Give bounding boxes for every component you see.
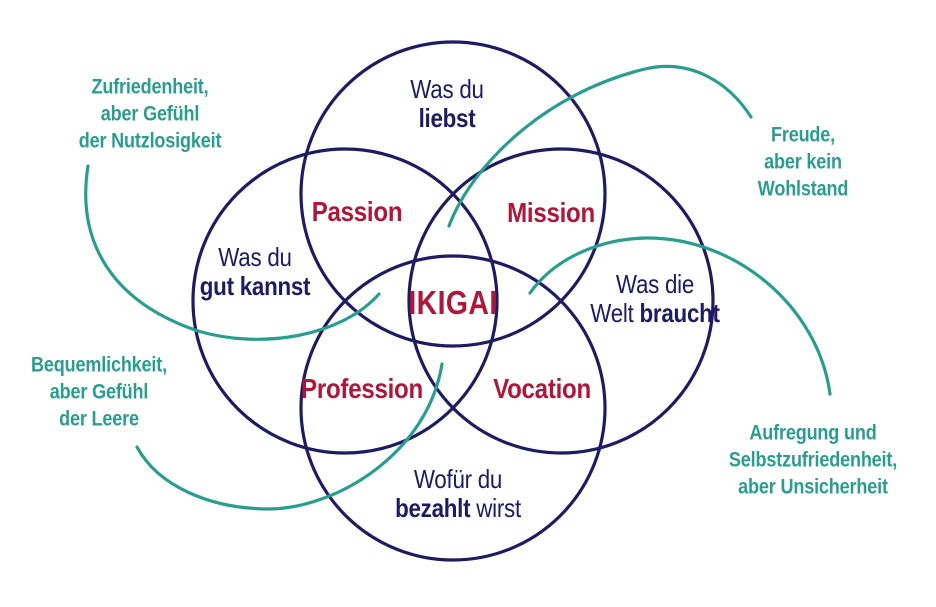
label-passion: Passion [311,196,403,227]
note-delight: Freude, aber kein Wohlstand [757,122,849,203]
label-mission: Mission [507,197,595,228]
label-vocation: Vocation [493,373,591,404]
circle-what-the-world-needs [407,147,715,455]
note-line-2: aber Gefühl [49,380,149,404]
note-line-1: Freude, [770,123,836,147]
label-line-1: Wofür du [413,464,503,494]
note-comfort: Bequemlichkeit, aber Gefühl der Leere [31,352,167,433]
note-line-2: Selbstzufriedenheit, [728,448,898,472]
note-line-3: aber Unsicherheit [738,475,888,499]
note-line-1: Bequemlichkeit, [31,353,167,377]
circle-what-you-are-paid-for [299,254,607,562]
label-what-you-are-good-at: Was du gut kannst [199,242,311,301]
connector-curve-comfort [135,362,444,511]
label-what-the-world-needs: Was die Welt braucht [590,269,720,328]
label-line-2: liebst [418,103,476,133]
note-line-1: Zufriedenheit, [91,75,209,99]
note-line-1: Aufregung und [749,421,877,445]
label-line-2: Welt braucht [590,298,720,328]
connector-curve-excitement [528,236,832,396]
label-line-2: gut kannst [199,271,311,301]
label-what-you-love: Was du liebst [410,74,484,133]
label-line-1: Was die [615,269,695,299]
note-line-3: der Nutzlosigkeit [78,129,222,153]
note-line-2: aber Gefühl [100,102,200,126]
circle-what-you-love [299,40,607,348]
label-ikigai: IKIGAI [408,284,498,321]
note-line-2: aber kein [764,150,842,174]
note-line-3: Wohlstand [757,177,849,201]
circle-what-you-are-good-at [191,147,499,455]
label-line-1: Was du [218,242,292,272]
connector-curve-delight [447,64,753,228]
label-profession: Profession [301,373,423,404]
connector-curve-satisfaction [84,164,381,341]
label-line-2: bezahlt wirst [395,493,521,523]
note-excitement: Aufregung und Selbstzufriedenheit, aber … [729,420,897,501]
note-line-3: der Leere [59,407,139,431]
label-line-1: Was du [410,74,484,104]
note-satisfaction: Zufriedenheit, aber Gefühl der Nutzlosig… [79,74,222,155]
label-what-you-are-paid-for: Wofür du bezahlt wirst [395,465,521,523]
